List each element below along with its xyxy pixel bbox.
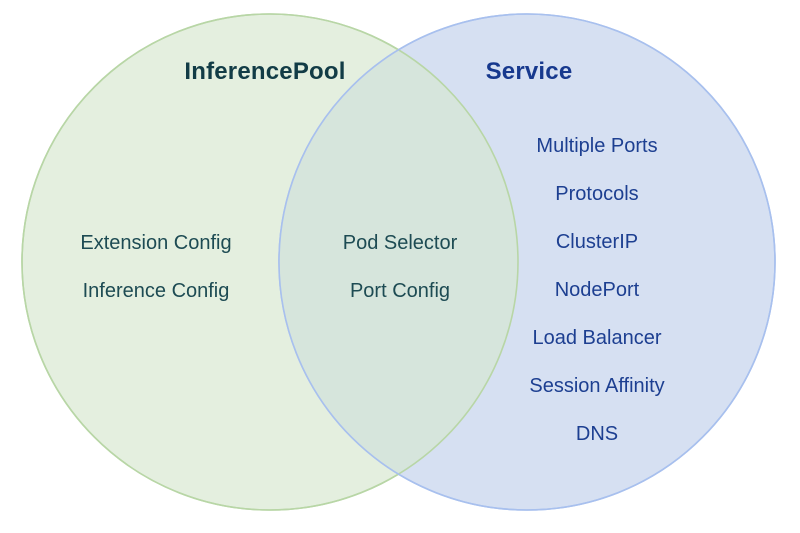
left-circle-outline (21, 13, 519, 511)
list-item: Protocols (555, 183, 639, 205)
list-item: ClusterIP (555, 231, 639, 253)
list-item: NodePort (554, 279, 640, 301)
list-item: Multiple Ports (536, 135, 658, 157)
list-item: Extension Config (80, 232, 232, 254)
intersection-item-list: Pod Selector Port Config (343, 219, 458, 315)
intersection-region (279, 14, 518, 510)
list-item: Session Affinity (529, 375, 665, 397)
right-circle-title: Service (485, 58, 573, 85)
list-item: DNS (575, 423, 619, 445)
list-item: Inference Config (82, 280, 230, 302)
list-item: Load Balancer (532, 327, 662, 349)
right-item-list: Multiple Ports Protocols ClusterIP NodeP… (529, 122, 664, 458)
list-item: Pod Selector (342, 232, 458, 254)
list-item: Port Config (349, 280, 451, 302)
left-circle-title: InferencePool (184, 58, 346, 85)
right-circle-outline (278, 13, 776, 511)
left-item-list: Extension Config Inference Config (80, 219, 231, 315)
